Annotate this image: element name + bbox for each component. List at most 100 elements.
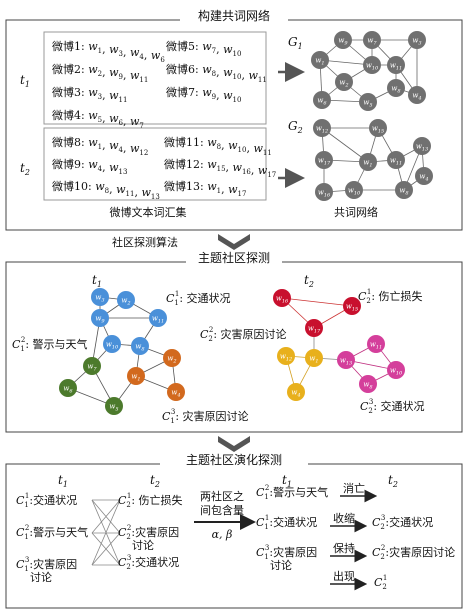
node-label: w15 [372, 125, 384, 135]
node-label: w2 [167, 355, 176, 365]
node-label: w7 [367, 37, 377, 47]
node-label: w10 [390, 367, 403, 377]
community-label: C12: 警示与天气 [12, 336, 88, 353]
node-label: w1 [131, 373, 140, 383]
node-label: w17 [308, 325, 321, 335]
node-label: w4 [291, 389, 300, 399]
t2-vocab-box [43, 127, 267, 201]
network-node [163, 349, 181, 367]
network-node [117, 291, 135, 309]
node-label: w17 [318, 157, 331, 167]
community-label: C23: 交通状况 [360, 398, 425, 415]
network-node [313, 91, 331, 109]
arrow1-label: 社区探测算法 [112, 235, 178, 249]
network-node [359, 375, 377, 393]
node-label: w5 [363, 99, 372, 109]
community-label: C22:灾害原因讨论 [372, 544, 455, 561]
node-label: w1 [315, 57, 324, 67]
community-label: C13:灾害原因 [256, 544, 317, 561]
panel3-right-t2: t2 [388, 473, 398, 489]
vocab-entry: 微博2: w2, w9, w11 [52, 62, 148, 84]
node-label: w1 [309, 355, 318, 365]
community-label-cont: 讨论 [30, 570, 52, 584]
panel1-t2-label: t2 [20, 161, 30, 177]
network-node [387, 56, 405, 74]
panel2-title: 主题社区探测 [198, 250, 270, 265]
network-node [335, 73, 353, 91]
network-node [311, 51, 329, 69]
node-label: w8 [135, 343, 144, 353]
node-label: w1 [363, 159, 372, 169]
middle-params: α, β [212, 528, 233, 541]
bipartite-lines [91, 499, 121, 566]
vocab-entry: 微博10: w8, w11, w13 [52, 179, 160, 201]
node-label: w11 [390, 62, 402, 72]
network-node [408, 86, 426, 104]
network-node [345, 181, 363, 199]
panel2-t2-label: t2 [304, 273, 314, 289]
down-arrow-1 [218, 234, 250, 250]
node-label: w8 [391, 85, 400, 95]
node-label: w16 [318, 189, 331, 199]
vocab-entry: 微博4: w5, w6, w7 [52, 108, 144, 130]
network-node [91, 309, 109, 327]
network-node [315, 183, 333, 201]
node-label: w4 [419, 173, 428, 183]
node-label: w10 [348, 187, 361, 197]
node-label: w11 [152, 315, 164, 325]
network-node [387, 151, 405, 169]
community-label: C21: 伤亡损失 [358, 288, 423, 305]
vocab-entry: 微博3: w3, w11 [52, 85, 127, 104]
node-label: w10 [106, 341, 119, 351]
network-node [343, 297, 361, 315]
network-node [313, 119, 331, 137]
evolution-right-lists: C12:警示与天气C11:交通状况C13:灾害原因讨论消亡收缩保持出现C23:交… [256, 481, 455, 591]
node-label: w6 [63, 385, 73, 395]
network-caption: 共词网络 [334, 205, 378, 219]
network-node [273, 289, 291, 307]
vocab-entry: 微博6: w8, w10, w11 [166, 62, 267, 84]
t1-vocab-box [43, 31, 267, 125]
node-label: w12 [280, 353, 292, 363]
network-edge [281, 297, 353, 307]
node-label: w16 [276, 295, 289, 305]
evolution-action-label: 收缩 [333, 511, 355, 525]
evolution-action-label: 消亡 [343, 481, 365, 495]
network-node [131, 337, 149, 355]
node-label: w2 [121, 297, 130, 307]
node-label: w9 [95, 315, 105, 325]
community-label: C22:灾害原因 [118, 524, 179, 541]
node-label: w2 [339, 79, 348, 89]
network-node [127, 367, 145, 385]
network-node [363, 31, 381, 49]
network-node [363, 56, 381, 74]
vocab-entry: 微博13: w1, w17 [164, 179, 246, 198]
node-label: w11 [370, 341, 382, 351]
network-node [387, 361, 405, 379]
node-label: w11 [390, 157, 402, 167]
network-node [367, 335, 385, 353]
network-node [149, 309, 167, 327]
panel2-t1-label: t1 [92, 273, 102, 289]
community-label-cont: 讨论 [270, 558, 292, 572]
community-label: C23:交通状况 [118, 554, 179, 571]
network-node [359, 93, 377, 111]
node-label: w10 [366, 62, 379, 72]
community-label: C23:交通状况 [372, 514, 433, 531]
node-label: w13 [416, 143, 428, 153]
vocab-entry: 微博1: w1, w3, w4, w6 [52, 39, 165, 64]
network-node [415, 167, 433, 185]
network-node [395, 181, 413, 199]
community-label: C13: 灾害原因讨论 [162, 408, 249, 425]
middle-line1: 两社区之 [200, 489, 244, 503]
down-arrow-2 [218, 436, 250, 452]
community-label-cont: 讨论 [132, 538, 154, 552]
node-label: w9 [338, 37, 348, 47]
panel3-left-t1: t1 [58, 473, 68, 489]
network-node [369, 119, 387, 137]
